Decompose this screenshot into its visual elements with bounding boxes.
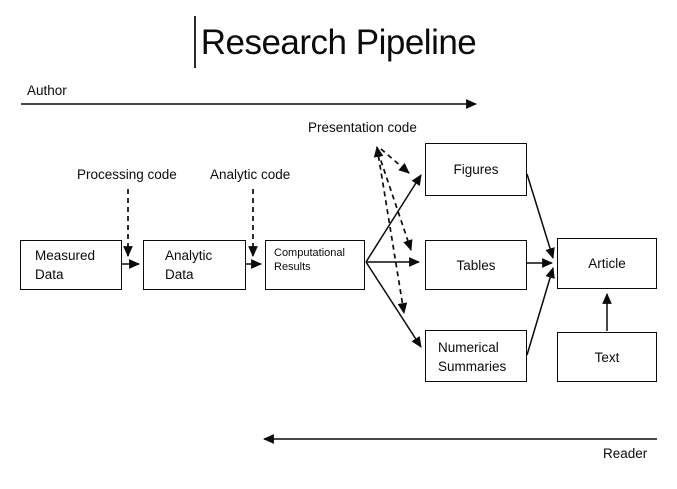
presentation-code-label: Presentation code	[308, 120, 417, 135]
presentation-code-arrow-to-figures-link	[380, 148, 410, 174]
box-article: Article	[557, 238, 657, 289]
box-label-figures: Figures	[453, 162, 499, 177]
box-computational-results: Computational Results	[265, 240, 365, 290]
box-figures: Figures	[425, 143, 527, 196]
box-label-measured-data: Measured Data	[35, 248, 96, 282]
author-label: Author	[27, 83, 67, 98]
box-label-article: Article	[588, 256, 626, 271]
box-measured-data: Measured Data	[20, 240, 122, 290]
arrow-figures-to-article	[526, 173, 555, 260]
reader-label: Reader	[603, 446, 648, 461]
box-numerical-summaries: Numerical Summaries	[425, 330, 527, 382]
page-title[interactable]: Research Pipeline	[200, 23, 477, 62]
presentation-code-arrow-to-numerical-link	[373, 145, 408, 315]
box-tables: Tables	[425, 240, 527, 290]
arrow-numerical-to-article	[526, 266, 555, 356]
box-text: Text	[557, 332, 657, 382]
processing-code-label: Processing code	[77, 167, 177, 182]
box-label-tables: Tables	[456, 257, 496, 273]
box-label-numerical-summaries: Numerical Summaries	[438, 340, 507, 374]
box-label-computational-results: Computational Results	[274, 247, 345, 273]
box-label-text: Text	[594, 349, 620, 365]
arrow-computational-to-numerical	[365, 261, 422, 348]
analytic-code-label: Analytic code	[210, 167, 291, 182]
text-cursor	[194, 16, 196, 68]
box-label-analytic-data: Analytic Data	[165, 248, 213, 282]
box-analytic-data: Analytic Data	[143, 240, 246, 290]
presentation-code-arrow-to-tables-link	[377, 151, 413, 252]
arrow-computational-to-figures	[365, 174, 422, 263]
